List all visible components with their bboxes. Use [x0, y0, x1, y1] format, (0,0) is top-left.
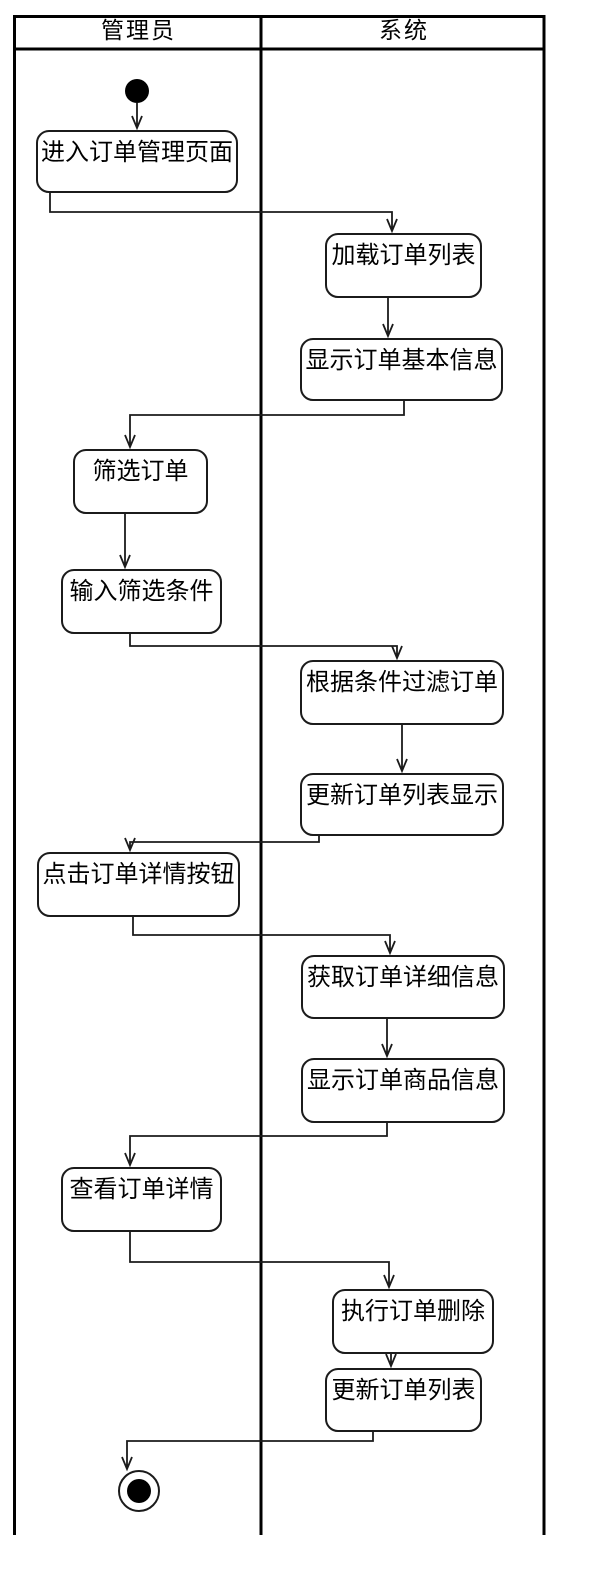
node-update-order-list: 更新订单列表 — [325, 1368, 482, 1432]
connector-filter-to-input-criteria — [119, 514, 131, 570]
connector-load-list-to-show-basic — [382, 298, 394, 339]
swimlane-frame — [13, 15, 546, 1535]
connector-show-product-to-view-detail — [124, 1123, 388, 1168]
lane-header-admin: 管理员 — [101, 18, 176, 43]
node-show-order-product-info: 显示订单商品信息 — [301, 1058, 505, 1123]
node-filter-orders: 筛选订单 — [73, 449, 208, 514]
connector-enter-page-to-load-list — [49, 193, 398, 234]
connector-delete-to-update-list — [385, 1353, 397, 1369]
connector-input-criteria-to-filter-by — [129, 634, 403, 661]
node-enter-order-management-page: 进入订单管理页面 — [36, 130, 238, 193]
node-view-order-detail: 查看订单详情 — [61, 1167, 222, 1232]
connector-start-to-enter-page — [131, 103, 143, 131]
connector-update-list-to-end — [121, 1432, 374, 1472]
connector-click-detail-to-get-detail — [132, 917, 396, 956]
connector-filter-by-to-update-display — [396, 725, 408, 774]
node-show-order-basic-info: 显示订单基本信息 — [300, 338, 503, 401]
node-filter-orders-by-criteria: 根据条件过滤订单 — [300, 660, 504, 725]
node-execute-order-delete: 执行订单删除 — [332, 1289, 494, 1354]
connector-view-detail-to-delete — [129, 1232, 395, 1290]
node-load-order-list: 加载订单列表 — [325, 233, 482, 298]
node-click-order-detail-button: 点击订单详情按钮 — [37, 852, 240, 917]
connector-update-display-to-click-detail — [124, 836, 320, 853]
connector-get-detail-to-show-product — [381, 1019, 393, 1059]
lane-header-system: 系统 — [379, 18, 429, 43]
node-get-order-detail-info: 获取订单详细信息 — [301, 955, 505, 1019]
initial-node — [125, 79, 149, 103]
node-input-filter-criteria: 输入筛选条件 — [61, 569, 222, 634]
connectors — [49, 103, 408, 1472]
node-update-order-list-display: 更新订单列表显示 — [300, 773, 504, 836]
final-node — [118, 1470, 160, 1512]
connector-show-basic-to-filter — [124, 401, 405, 450]
